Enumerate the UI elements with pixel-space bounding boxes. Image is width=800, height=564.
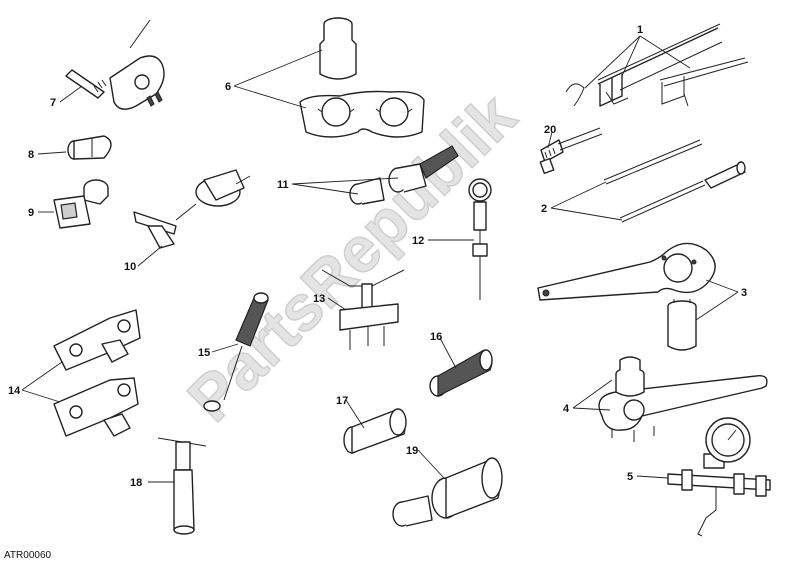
callout-19: 19: [406, 445, 418, 457]
callout-14: 14: [8, 385, 21, 397]
part-15-tool: [203, 292, 269, 412]
callout-18: 18: [130, 477, 142, 489]
part-12-indicator: [468, 178, 492, 300]
callout-9: 9: [28, 207, 34, 219]
callout-5: 5: [627, 471, 633, 483]
part-6-tool: [299, 17, 425, 138]
part-7-puller: [65, 19, 165, 110]
callout-20: 20: [544, 124, 556, 136]
part-14-plates: [53, 309, 141, 437]
callout-1: 1: [637, 24, 643, 36]
callout-7: 7: [50, 97, 56, 109]
drawing-code: ATR00060: [4, 550, 52, 561]
part-18-tap: [157, 437, 207, 535]
leader-lines: [21, 35, 739, 483]
part-8-cone: [67, 135, 112, 160]
callout-8: 8: [28, 149, 34, 161]
callout-11: 11: [277, 179, 289, 191]
callout-10: 10: [124, 261, 136, 273]
callout-labels: 1 2 3 4 5 6 7 8 9 10 11 12 13 14 15 16 1…: [8, 24, 747, 489]
callout-2: 2: [541, 203, 547, 215]
part-19-sockets: [392, 457, 503, 527]
part-3-wrench: [537, 242, 716, 351]
callout-6: 6: [225, 81, 231, 93]
part-9-adapter: [53, 179, 109, 229]
callout-12: 12: [412, 235, 424, 247]
callout-15: 15: [198, 347, 210, 359]
part-13-puller: [321, 269, 405, 350]
part-5-gauge: [667, 417, 771, 537]
part-10-puller: [133, 169, 251, 249]
callout-4: 4: [563, 403, 570, 415]
part-17-sleeve: [343, 408, 407, 454]
part-11-tool: [349, 145, 459, 205]
part-4-tool: [598, 356, 768, 442]
part-16-knurled: [429, 349, 493, 397]
callout-16: 16: [430, 331, 442, 343]
part-20-pin: [539, 127, 603, 175]
callout-17: 17: [336, 395, 348, 407]
callout-13: 13: [313, 293, 325, 305]
part-1-pins: [565, 23, 749, 107]
part-2-rods: [603, 139, 746, 223]
callout-3: 3: [741, 287, 747, 299]
